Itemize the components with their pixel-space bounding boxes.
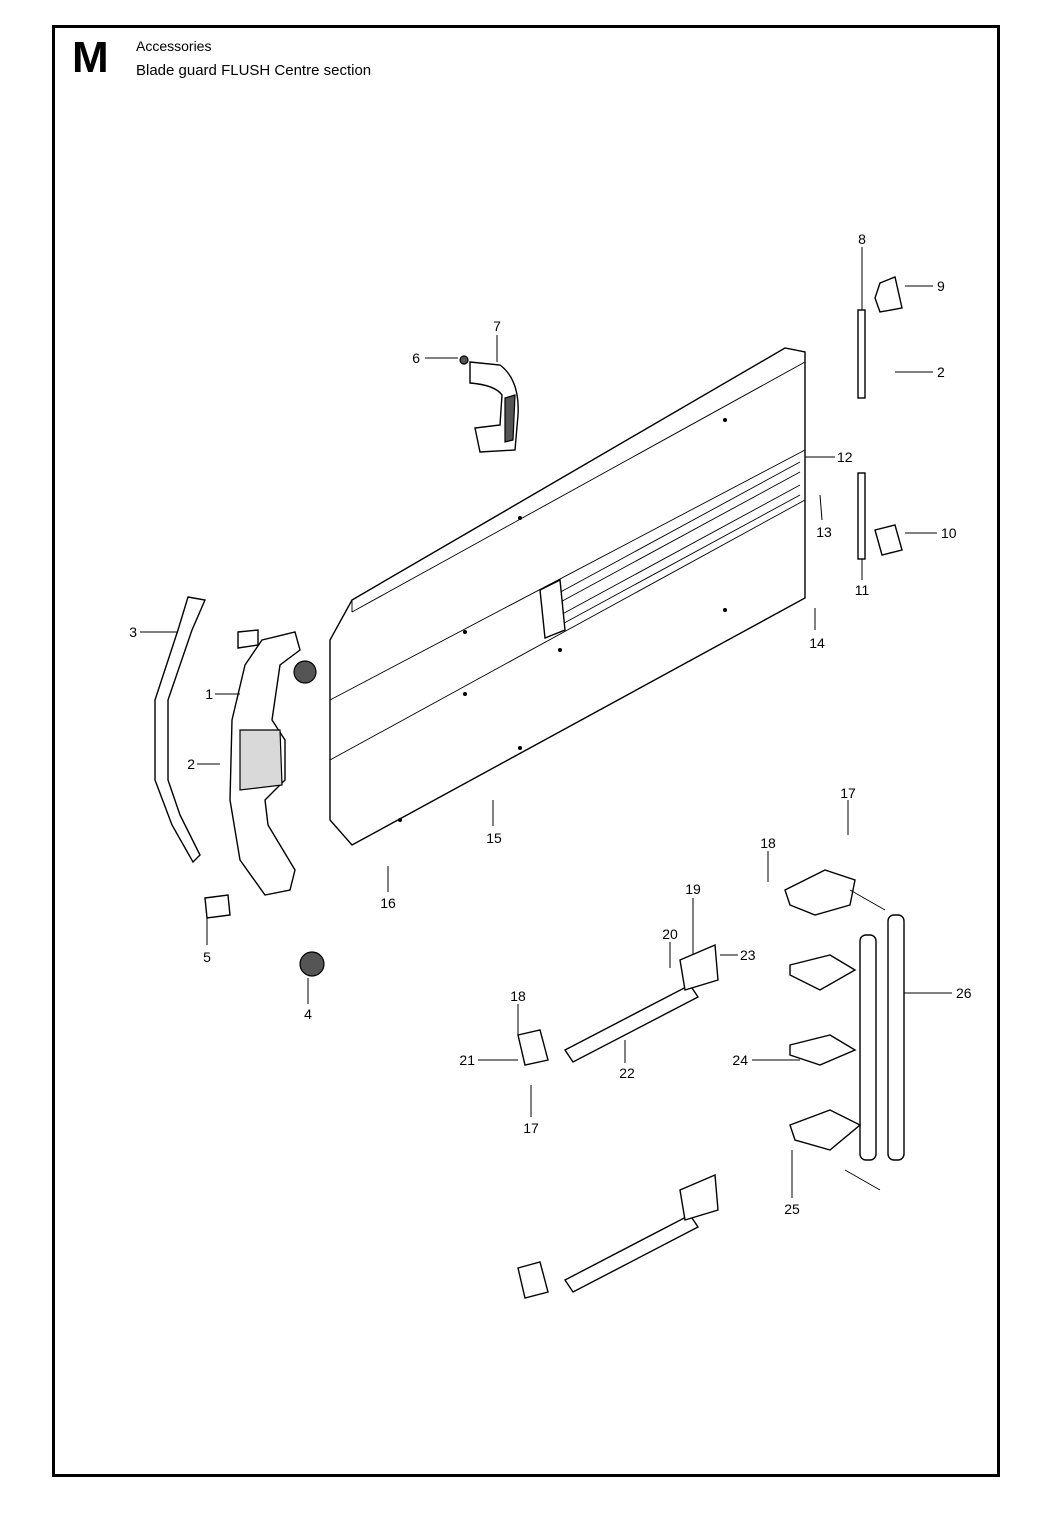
knob-upper [293,660,317,684]
section-letter: M [72,33,109,82]
callout-4: 4 [304,1006,312,1022]
main-guard-plate [329,347,806,846]
clip-part-10 [874,524,903,556]
callout-24: 24 [732,1052,748,1068]
leader-lines [140,247,952,1198]
bar-part-8 [857,309,866,399]
callout-15: 15 [486,830,502,846]
callout-1: 1 [205,686,213,702]
end-cap-part-1 [229,629,301,896]
callout-21: 21 [459,1052,475,1068]
bracket-part-5 [204,894,231,919]
callout-17-lower: 17 [523,1120,539,1136]
callout-3: 3 [129,624,137,640]
callout-2-right: 2 [937,364,945,380]
bar-part-11 [857,472,866,560]
callout-25: 25 [784,1201,800,1217]
callout-6: 6 [412,350,420,366]
section-category: Accessories [136,38,212,54]
callout-9: 9 [937,278,945,294]
rubber-strip-part-3 [154,596,206,864]
handle-part-7 [469,361,519,453]
callout-17-upper: 17 [840,785,856,801]
callout-20: 20 [662,926,678,942]
callout-19: 19 [685,881,701,897]
callout-14: 14 [809,635,825,651]
callout-13: 13 [816,524,832,540]
callout-18-lower: 18 [510,988,526,1004]
callout-2-left: 2 [187,756,195,772]
screw-part-6 [459,355,469,365]
page-frame [52,25,1000,1477]
callout-12: 12 [837,449,853,465]
callout-18-upper: 18 [760,835,776,851]
callout-8: 8 [858,231,866,247]
clip-part-9 [874,276,903,313]
knob-part-4 [299,951,325,977]
callout-7: 7 [493,318,501,334]
callout-16: 16 [380,895,396,911]
section-title: Blade guard FLUSH Centre section [136,62,372,79]
callout-23: 23 [740,947,756,963]
callout-22: 22 [619,1065,635,1081]
callout-26: 26 [956,985,972,1001]
support-assembly [517,869,905,1299]
callout-5: 5 [203,949,211,965]
callout-11: 11 [855,582,870,598]
callout-10: 10 [941,525,957,541]
